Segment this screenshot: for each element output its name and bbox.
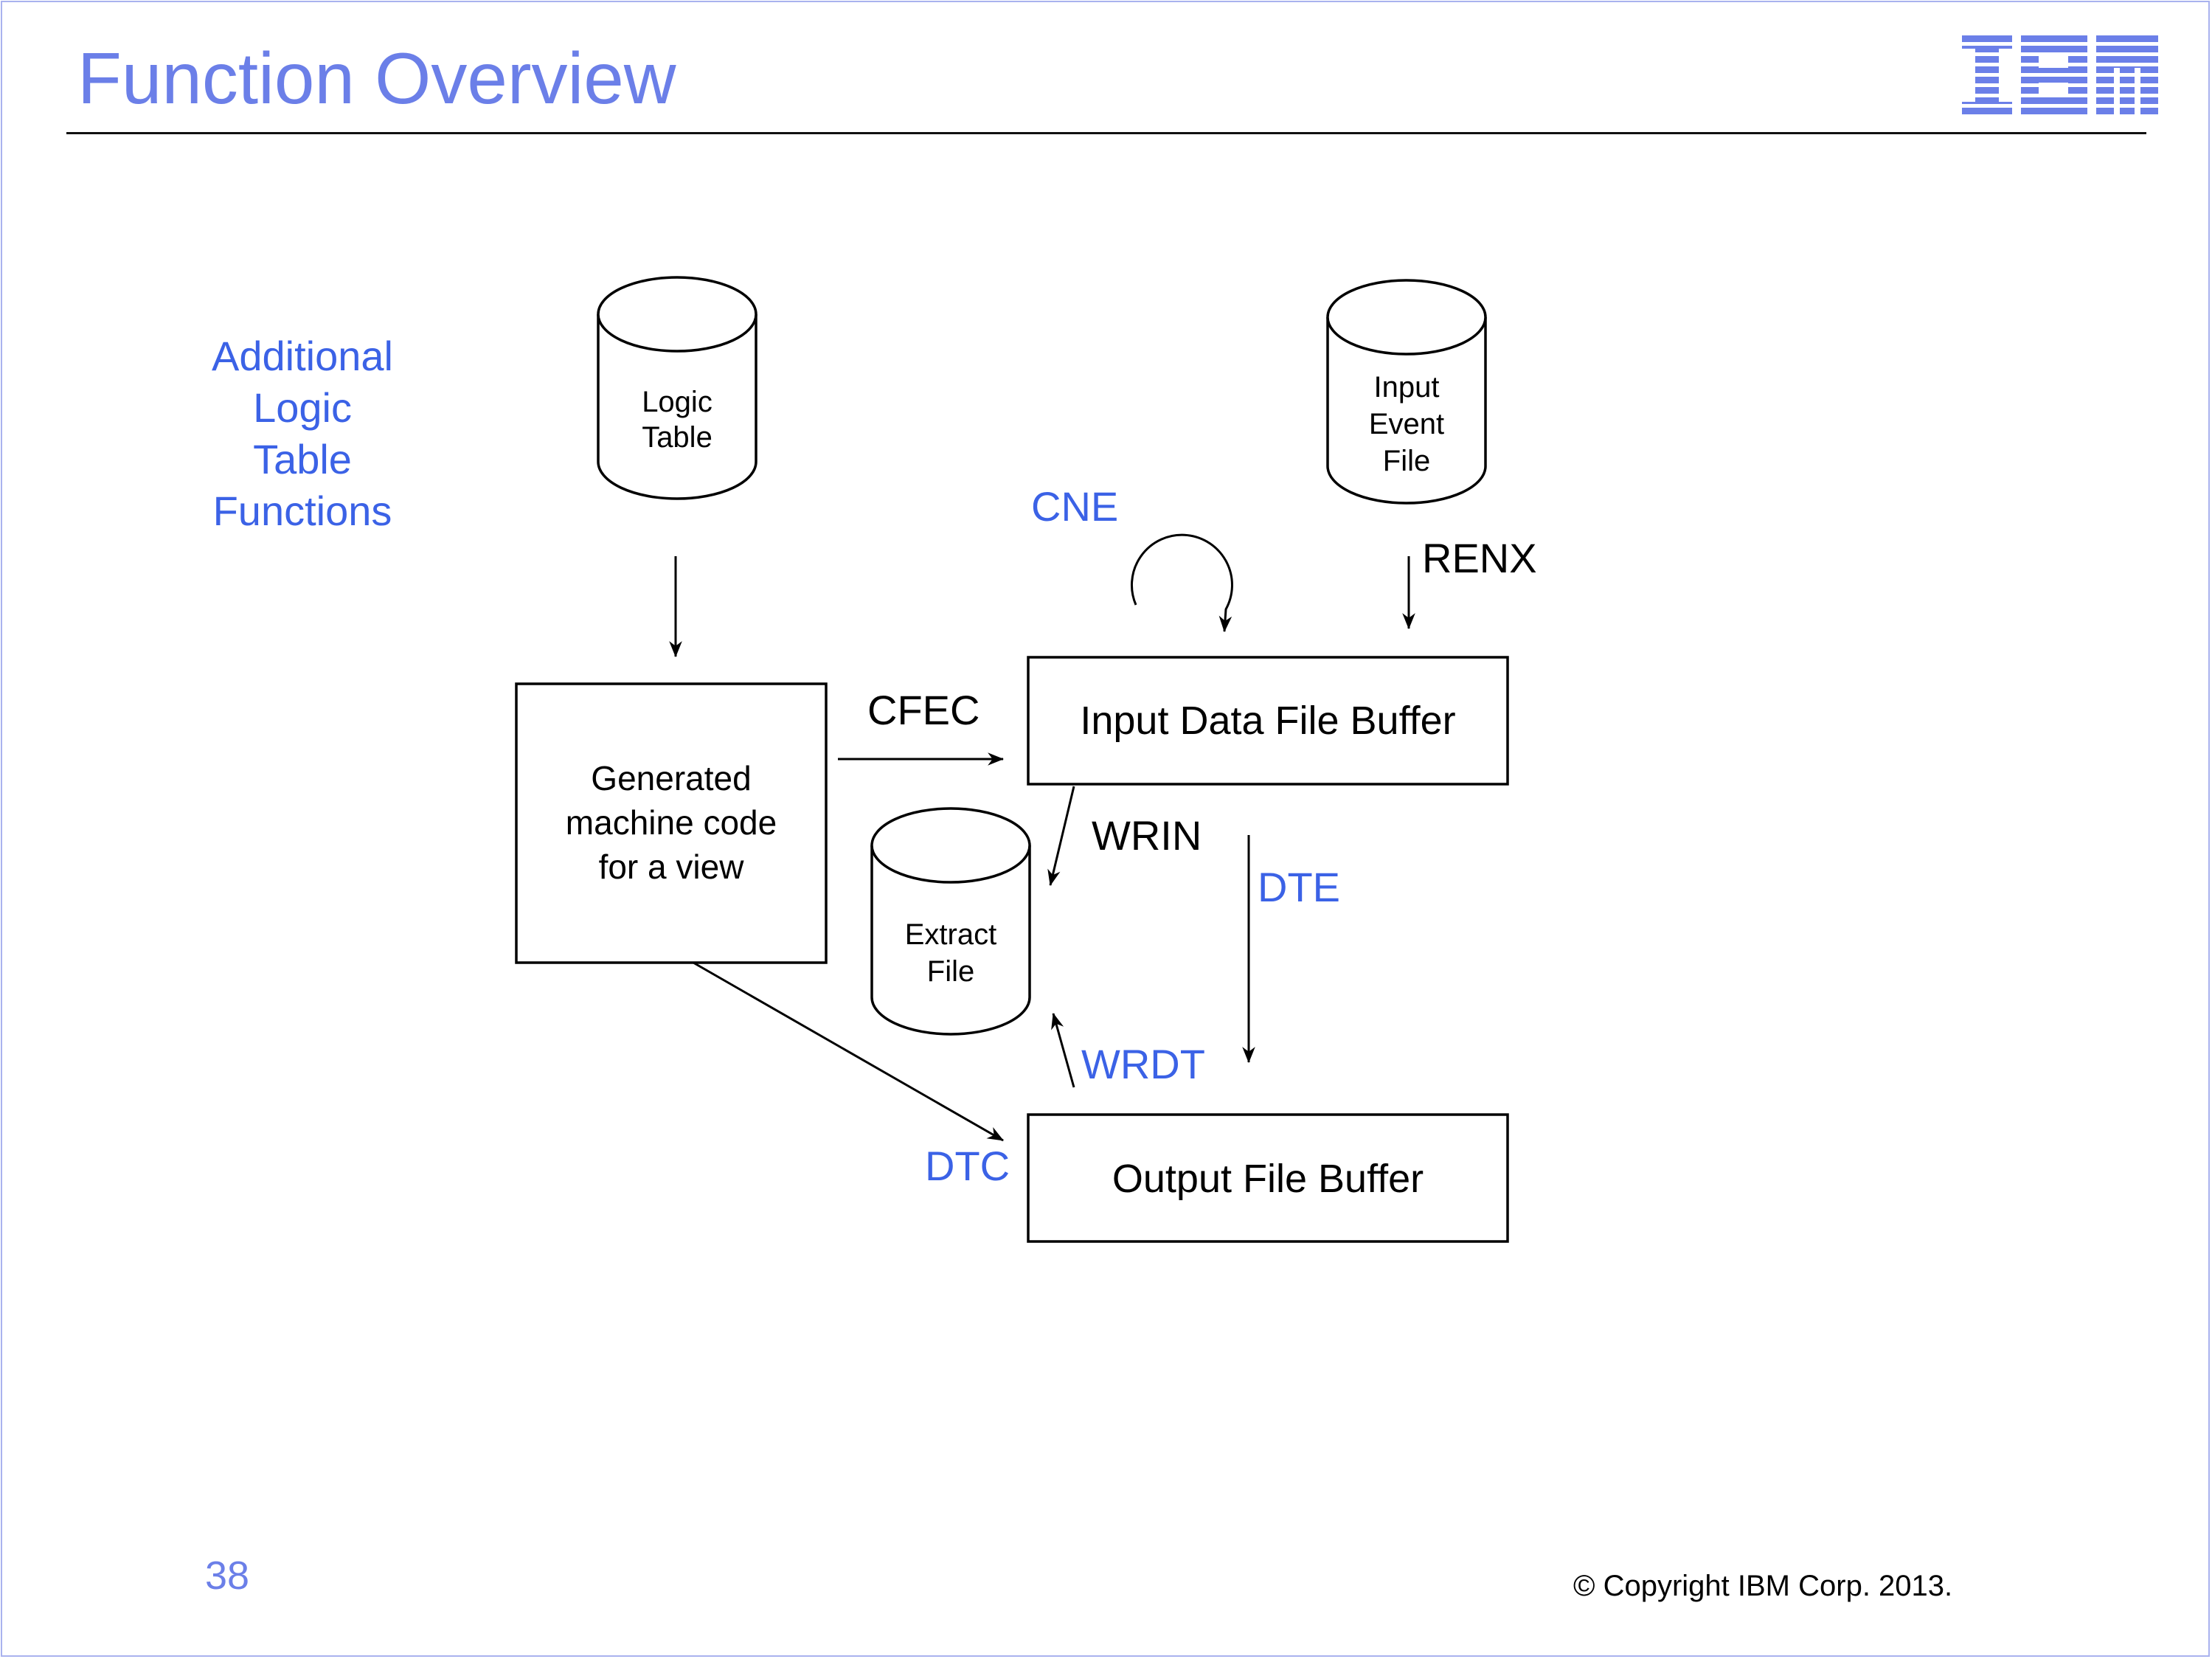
side-note-line: Additional — [212, 333, 393, 379]
dtc-label: DTC — [925, 1143, 1010, 1189]
input-event-file-label: Event — [1369, 408, 1444, 440]
input-buffer-box — [1027, 656, 1509, 786]
cne-loop-arrow — [1130, 533, 1233, 633]
logic-table-label: Logic — [642, 386, 713, 418]
wrdt-arrow — [1051, 1012, 1075, 1088]
extract-file-label: Extract — [905, 918, 996, 951]
renx-label: RENX — [1422, 535, 1537, 581]
logic-table-cylinder — [597, 276, 757, 500]
side-note-line: Functions — [212, 488, 392, 534]
logic-table-label: Table — [642, 421, 713, 454]
wrin-arrow — [1047, 786, 1075, 887]
generated-code-label: Generated — [591, 759, 751, 797]
side-note-line: Logic — [253, 384, 352, 431]
input-event-file-label: Input — [1374, 371, 1440, 404]
side-note-line: Table — [253, 436, 352, 482]
generated-code-box — [515, 682, 828, 964]
dtc-arrow — [693, 961, 1004, 1142]
wrdt-label: WRDT — [1081, 1041, 1205, 1087]
input-event-file-cylinder — [1326, 279, 1487, 505]
title-divider — [66, 132, 2146, 134]
additional-functions-note: Additional Logic Table Functions — [170, 330, 435, 537]
output-buffer-label: Output File Buffer — [1112, 1157, 1424, 1201]
dte-label: DTE — [1258, 864, 1340, 910]
output-buffer-box — [1027, 1113, 1509, 1243]
page-number: 38 — [205, 1554, 250, 1598]
slide-title: Function Overview — [77, 38, 676, 119]
extract-file-cylinder — [870, 807, 1031, 1036]
input-buffer-label: Input Data File Buffer — [1080, 699, 1455, 743]
ibm-logo — [1962, 35, 2158, 115]
cne-label: CNE — [1031, 483, 1118, 530]
generated-code-label: machine code — [566, 803, 777, 842]
generated-code-label: for a view — [599, 848, 745, 886]
input-event-file-label: File — [1383, 445, 1430, 477]
copyright-notice: © Copyright IBM Corp. 2013. — [1573, 1570, 1953, 1602]
cfec-label: CFEC — [867, 687, 980, 733]
wrin-label: WRIN — [1092, 812, 1202, 859]
extract-file-label: File — [927, 955, 974, 988]
